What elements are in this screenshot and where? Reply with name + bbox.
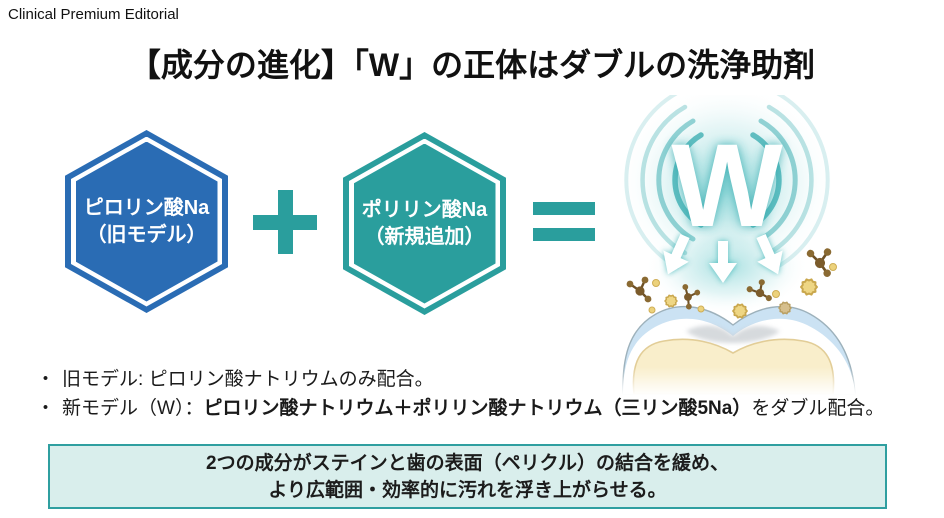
summary-box: 2つの成分がステインと歯の表面（ペリクル）の結合を緩め、 より広範囲・効率的に汚…	[48, 444, 887, 509]
plus-icon	[253, 190, 317, 254]
summary-line2: より広範囲・効率的に汚れを浮き上がらせる。	[268, 479, 667, 501]
hexagon-new-line2: （新規追加）	[364, 225, 485, 248]
bottom-fade	[600, 367, 930, 395]
stain-particle-icon	[733, 304, 747, 317]
bullet-old-model-text: 旧モデル: ピロリン酸ナトリウムのみ配合。	[62, 366, 434, 394]
stain-dot-icon	[648, 306, 656, 314]
equals-top-bar	[533, 202, 595, 215]
stain-particle-icon	[779, 302, 791, 313]
page-title: 【成分の進化】「W」の正体はダブルの洗浄助剤	[128, 47, 816, 83]
bullet-text-segment: をダブル配合。	[751, 398, 885, 419]
bullet-list: ・ 旧モデル: ピロリン酸ナトリウムのみ配合。 ・ 新モデル（W）：ピロリン酸ナ…	[36, 366, 926, 424]
stain-dot-icon	[829, 263, 837, 271]
list-item: ・ 旧モデル: ピロリン酸ナトリウムのみ配合。	[36, 366, 926, 394]
stain-particle-icon	[665, 295, 677, 306]
molecule-icon	[625, 275, 653, 304]
brand-label: Clinical Premium Editorial	[8, 6, 179, 23]
stain-particle-icon	[801, 279, 817, 294]
hexagon-old-label: ピロリン酸Na （旧モデル）	[65, 130, 228, 313]
bullet-text-segment-bold: ピロリン酸ナトリウム＋ポリリン酸ナトリウム（三リン酸5Na）	[203, 398, 752, 419]
stain-dot-icon	[697, 305, 705, 313]
hexagon-old-line2: （旧モデル）	[86, 223, 207, 246]
summary-line1: 2つの成分がステインと歯の表面（ペリクル）の結合を緩め、	[206, 452, 729, 474]
bullet-new-model-text: 新モデル（W）：ピロリン酸ナトリウム＋ポリリン酸ナトリウム（三リン酸5Na）をダ…	[62, 395, 884, 423]
hexagon-old-ingredient: ピロリン酸Na （旧モデル）	[65, 130, 228, 313]
hexagon-new-label: ポリリン酸Na （新規追加）	[343, 132, 506, 315]
equals-bottom-bar	[533, 228, 595, 241]
stain-particles	[625, 243, 837, 318]
w-burst-graphic: W W	[600, 95, 930, 395]
hexagon-new-line1: ポリリン酸Na	[361, 198, 488, 221]
w-letter-glow: W	[671, 120, 783, 252]
plus-horizontal-bar	[253, 214, 317, 230]
w-letter: W	[671, 120, 783, 252]
radiating-waves-icon	[624, 95, 830, 269]
stain-dot-icon	[772, 290, 780, 298]
bullet-text-segment: 旧モデル: ピロリン酸ナトリウムのみ配合。	[62, 369, 434, 390]
hexagon-old-line1: ピロリン酸Na	[83, 196, 210, 219]
list-item: ・ 新モデル（W）：ピロリン酸ナトリウム＋ポリリン酸ナトリウム（三リン酸5Na）…	[36, 395, 926, 423]
bullet-marker: ・	[36, 398, 56, 419]
bullet-text-segment: 新モデル（W）：	[62, 398, 204, 419]
bullet-marker: ・	[36, 369, 56, 390]
equals-icon	[533, 202, 595, 242]
hexagon-new-ingredient: ポリリン酸Na （新規追加）	[343, 132, 506, 315]
stain-dot-icon	[652, 279, 660, 287]
enamel-shadow	[686, 325, 780, 343]
